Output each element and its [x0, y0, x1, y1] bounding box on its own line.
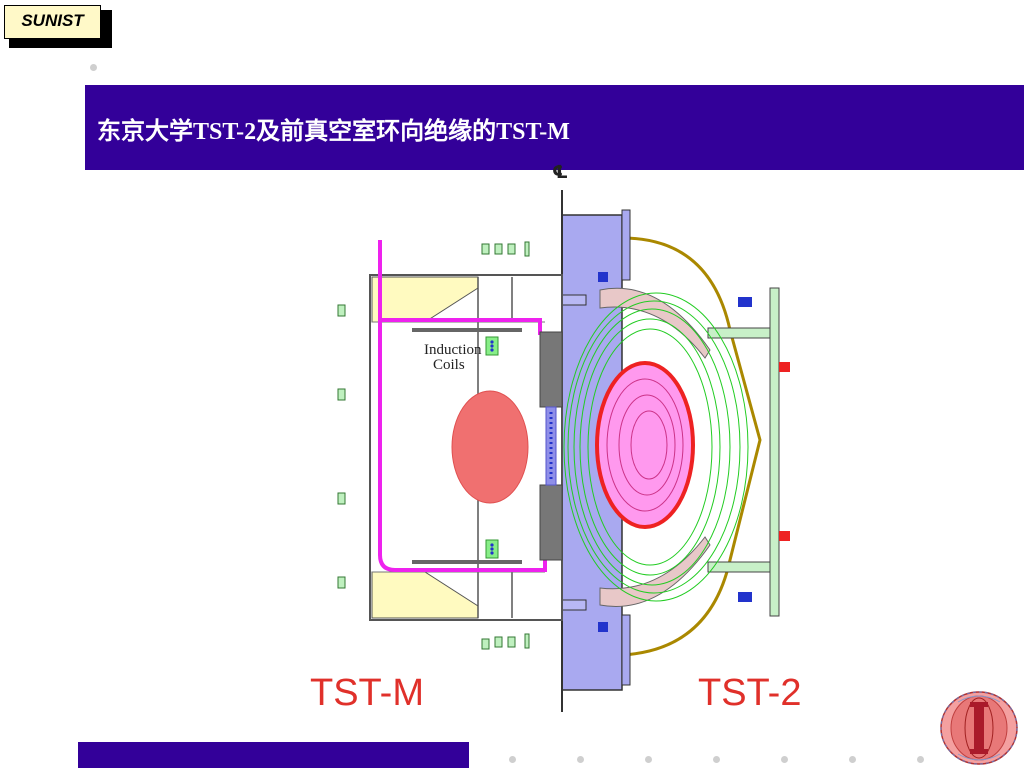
coil-dot — [490, 344, 494, 348]
coil-dot — [490, 547, 494, 551]
tst2-blue-coil-bottom — [738, 592, 752, 602]
coil-label-line1: Induction — [424, 342, 482, 358]
decor-dot — [849, 756, 856, 763]
coil-dot — [490, 543, 494, 547]
decor-dot — [713, 756, 720, 763]
tst2-blue-coil-top — [738, 297, 752, 307]
pf-coil-marker — [337, 576, 346, 589]
pf-coil-top-2 — [494, 243, 503, 255]
tokamak-diagram: ℄ Induction Coils TST-M TST-2 — [300, 160, 820, 720]
coil-dot — [490, 551, 494, 555]
decor-dot — [90, 64, 97, 71]
tokamak-cross-section — [337, 190, 790, 712]
pf-coil-marker — [337, 304, 346, 317]
solenoid-winding — [545, 406, 557, 486]
tstm-upper-wedge — [371, 276, 479, 323]
tokamak-logo — [938, 688, 1020, 768]
coil-dot — [490, 348, 494, 352]
flux-surfaces — [563, 292, 749, 602]
tokamak-logo-icon — [940, 691, 1018, 765]
upper-divertor — [599, 287, 711, 359]
coil-label-line2: Coils — [433, 357, 465, 373]
tst2-label: TST-2 — [698, 672, 802, 714]
tst2-lower-arm — [707, 561, 771, 573]
tst2-inner-wall-top — [621, 209, 631, 281]
solenoid-upper-block — [539, 331, 563, 408]
tst2-plasma-edge — [595, 361, 695, 529]
center-stack-plate-top — [561, 294, 587, 306]
tst2-plasma-contours — [606, 378, 684, 512]
coil-feed-wire — [378, 240, 547, 572]
slide-title: 东京大学TST-2及前真空室环向绝缘的TST-M — [97, 119, 570, 145]
lower-divertor — [599, 536, 711, 607]
tst2-blue-coil-inner-top — [598, 272, 608, 282]
tst2-red-coil-bottom — [779, 531, 790, 541]
pf-coil-bot-1 — [481, 638, 490, 650]
pf-coil-marker — [337, 492, 346, 505]
sunist-logo: SUNIST — [4, 5, 101, 39]
tstm-plasma — [451, 390, 529, 504]
title-bar: 东京大学TST-2及前真空室环向绝缘的TST-M — [85, 85, 1024, 170]
pf-coil-bot-2 — [494, 636, 503, 648]
decor-dot — [645, 756, 652, 763]
bottom-bar — [78, 742, 469, 768]
decor-dot — [781, 756, 788, 763]
tst2-vessel-outline — [621, 236, 762, 657]
tst2-blue-coil-inner-bottom — [598, 622, 608, 632]
pf-coil-top-1 — [481, 243, 490, 255]
pf-coil-top-3 — [507, 243, 516, 255]
decor-dot — [577, 756, 584, 763]
pf-coil-bot-4 — [524, 633, 530, 649]
solenoid-lower-block — [539, 484, 563, 561]
pf-coil-top-4 — [524, 241, 530, 257]
decor-dot — [509, 756, 516, 763]
tst2-outer-column — [769, 287, 780, 617]
tstm-lower-plate — [412, 560, 522, 564]
centerline-symbol: ℄ — [552, 162, 569, 183]
tstm-label: TST-M — [310, 672, 424, 714]
decor-dot — [917, 756, 924, 763]
tst2-inner-wall-bottom — [621, 614, 631, 686]
coil-dot — [490, 340, 494, 344]
pf-coil-bot-3 — [507, 636, 516, 648]
tst2-red-coil-top — [779, 362, 790, 372]
pf-coil-marker — [337, 388, 346, 401]
tstm-upper-plate — [412, 328, 522, 332]
center-stack-plate-bottom — [561, 599, 587, 611]
